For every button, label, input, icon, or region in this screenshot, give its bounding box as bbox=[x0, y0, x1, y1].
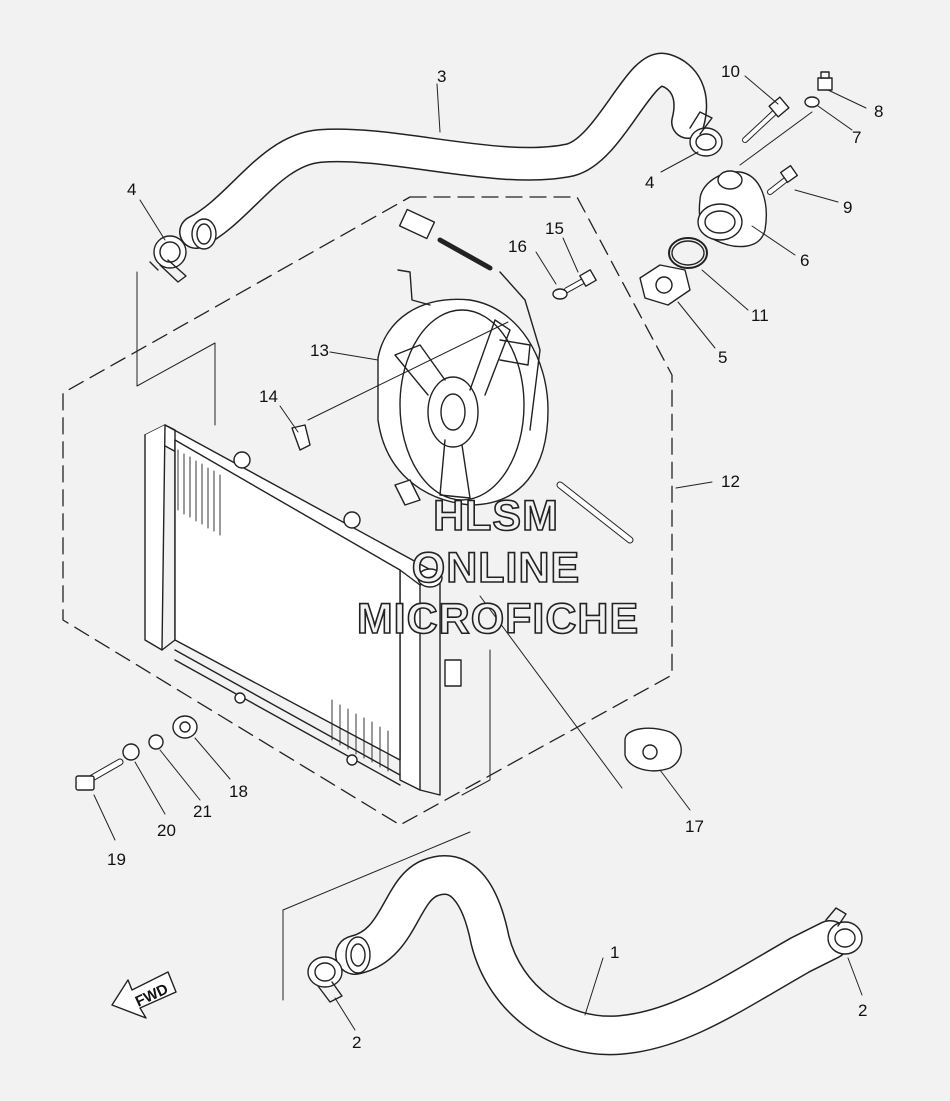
hose-clamp-4-left bbox=[149, 235, 187, 283]
callout-12: 12 bbox=[721, 472, 740, 491]
hose-clamp-4-right bbox=[689, 111, 723, 157]
callout-8: 8 bbox=[874, 102, 883, 121]
callout-labels: 1 2 2 3 4 4 5 6 7 8 9 10 11 12 13 14 15 … bbox=[107, 62, 883, 1052]
callout-6: 6 bbox=[800, 251, 809, 270]
o-ring bbox=[668, 237, 708, 269]
hose-clamp-2-left bbox=[307, 956, 343, 1003]
fan-wiring-connector bbox=[398, 208, 634, 544]
thermostat bbox=[639, 264, 691, 306]
clip-14 bbox=[291, 424, 311, 451]
callout-5: 5 bbox=[718, 348, 727, 367]
callout-20: 20 bbox=[157, 821, 176, 840]
washer-20 bbox=[122, 743, 140, 761]
callout-7: 7 bbox=[852, 128, 861, 147]
callout-1: 1 bbox=[610, 943, 619, 962]
grommet-18 bbox=[172, 715, 198, 739]
lower-hose bbox=[335, 855, 850, 1056]
radiator-assembly-outline bbox=[62, 196, 673, 826]
callout-15: 15 bbox=[545, 219, 564, 238]
bolt-8 bbox=[817, 71, 833, 91]
callout-17: 17 bbox=[685, 817, 704, 836]
callout-3: 3 bbox=[437, 67, 446, 86]
callout-10: 10 bbox=[721, 62, 740, 81]
radiator bbox=[144, 424, 462, 796]
washer-16 bbox=[552, 288, 568, 300]
bolt-15 bbox=[564, 269, 597, 293]
callout-4-left: 4 bbox=[127, 180, 136, 199]
leader-lines bbox=[93, 75, 867, 1031]
callout-11: 11 bbox=[751, 306, 769, 325]
bolt-9 bbox=[767, 164, 799, 195]
callout-14: 14 bbox=[259, 387, 278, 406]
callout-18: 18 bbox=[229, 782, 248, 801]
watermark-line-1: HLSM bbox=[433, 492, 559, 540]
callout-2-right: 2 bbox=[858, 1001, 867, 1020]
callout-19: 19 bbox=[107, 850, 126, 869]
thermostat-housing bbox=[697, 170, 767, 248]
callout-9: 9 bbox=[843, 198, 852, 217]
bolt-10 bbox=[742, 96, 790, 143]
callout-4-right: 4 bbox=[645, 173, 654, 192]
callout-16: 16 bbox=[508, 237, 527, 256]
radiator-cap bbox=[624, 727, 682, 772]
watermark-line-2: ONLINE bbox=[412, 544, 580, 592]
watermark-line-3: MICROFICHE bbox=[357, 595, 639, 643]
hose-clamp-2-right bbox=[825, 907, 863, 955]
upper-hose bbox=[179, 52, 708, 250]
watermark: HLSM ONLINE MICROFICHE bbox=[356, 491, 639, 644]
fwd-arrow bbox=[111, 971, 177, 1019]
collar-21 bbox=[148, 734, 164, 750]
bolt-19 bbox=[75, 758, 124, 791]
callout-2-left: 2 bbox=[352, 1033, 361, 1052]
cooling-fan bbox=[377, 269, 549, 506]
washer-7 bbox=[804, 96, 820, 108]
callout-13: 13 bbox=[310, 341, 329, 360]
callout-21: 21 bbox=[193, 802, 212, 821]
